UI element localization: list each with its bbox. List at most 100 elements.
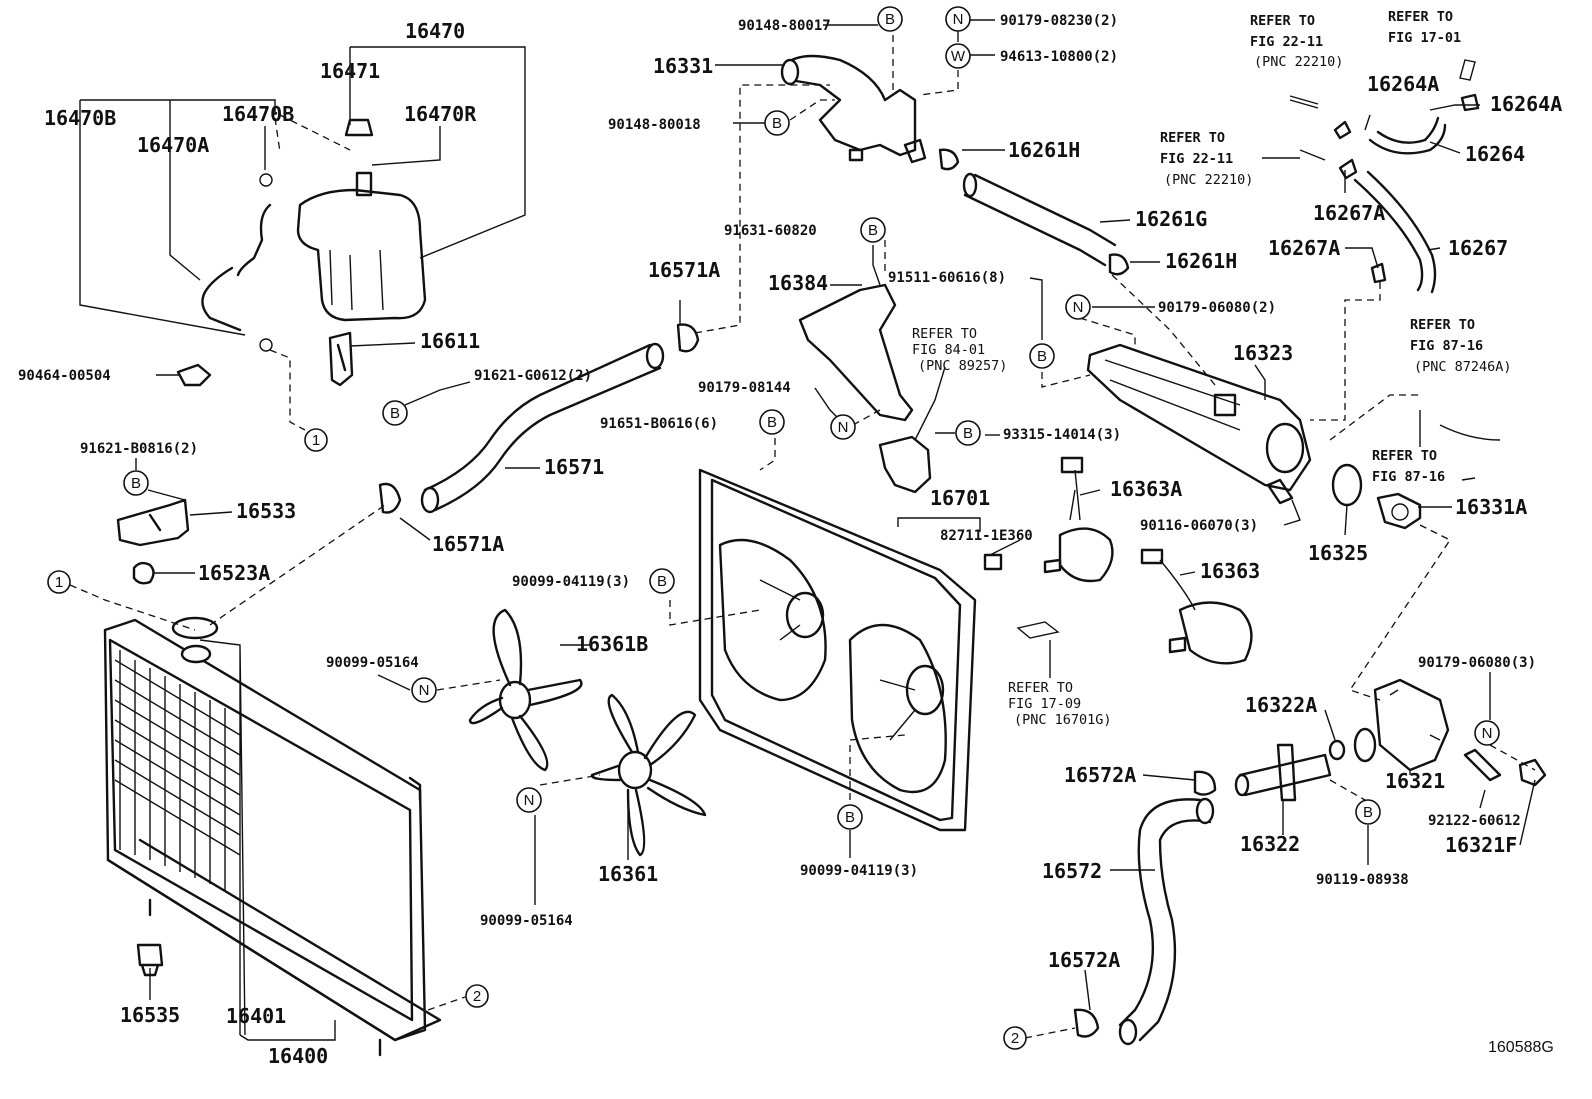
label-16322: 16322: [1240, 832, 1300, 856]
label-90179-06080-3: 90179-06080(3): [1418, 655, 1536, 671]
label-16264A: 16264A: [1490, 92, 1562, 116]
stud-92122-drawing: [1463, 748, 1502, 782]
label-16267A: 16267A: [1268, 236, 1340, 260]
bracket-16611-drawing: [328, 331, 354, 387]
marker-1: 1: [312, 432, 320, 449]
label-16470A: 16470A: [137, 133, 209, 157]
label-16322A: 16322A: [1245, 693, 1317, 717]
fan-16361B-drawing: [468, 608, 583, 772]
label-16264: 16264: [1465, 142, 1525, 166]
label-94613-10800: 94613-10800(2): [1000, 49, 1118, 65]
label-16400: 16400: [268, 1044, 328, 1068]
marker-b: B: [1363, 804, 1373, 821]
refer-notes: REFER TO FIG 22-11 (PNC 22210) REFER TO …: [912, 9, 1512, 728]
diagram-code: 160588G: [1488, 1039, 1554, 1056]
label-16470R: 16470R: [404, 102, 477, 126]
bypass-hoses-drawing: [1289, 59, 1480, 294]
label-16363: 16363: [1200, 559, 1260, 583]
refer-note-fig-22-11-mid: REFER TO FIG 22-11 (PNC 22210): [1160, 130, 1253, 188]
marker-n: N: [953, 11, 964, 28]
marker-b: B: [657, 573, 667, 590]
marker-b: B: [767, 414, 777, 431]
label-16321: 16321: [1385, 769, 1445, 793]
label-16361: 16361: [598, 862, 658, 886]
refer-note-fig-22-11-top: REFER TO FIG 22-11 (PNC 22210): [1250, 13, 1343, 70]
label-91511-60616: 91511-60616(8): [888, 270, 1006, 286]
label-90464-00504: 90464-00504: [18, 368, 111, 384]
marker-b: B: [963, 425, 973, 442]
stud-90116-drawing: [1266, 478, 1294, 505]
marker-2: 2: [473, 988, 481, 1005]
svg-text:FIG 22-11: FIG 22-11: [1160, 151, 1233, 167]
fan-motor-16363A-drawing: [1043, 456, 1114, 583]
label-16533: 16533: [236, 499, 296, 523]
label-16470B: 16470B: [222, 102, 294, 126]
label-16261G: 16261G: [1135, 207, 1207, 231]
label-16261H: 16261H: [1008, 138, 1080, 162]
marker-n: N: [524, 792, 535, 809]
label-16571: 16571: [544, 455, 604, 479]
svg-text:REFER TO: REFER TO: [1160, 130, 1225, 146]
marker-b: B: [772, 115, 782, 132]
hose-16261G-drawing: [938, 148, 1130, 276]
label-90116-06070: 90116-06070(3): [1140, 518, 1258, 534]
label-90148-80018: 90148-80018: [608, 117, 701, 133]
gasket-16325-drawing: [1331, 463, 1363, 507]
label-16267: 16267: [1448, 236, 1508, 260]
refer-note-fig-87-16-a: REFER TO FIG 87-16 (PNC 87246A): [1410, 317, 1512, 375]
svg-text:REFER TO: REFER TO: [1250, 13, 1315, 29]
refer-note-fig-17-09: REFER TO FIG 17-09 (PNC 16701G): [1008, 680, 1112, 728]
label-93315-14014: 93315-14014(3): [1003, 427, 1121, 443]
water-outlet-drawing: [780, 54, 927, 164]
marker-2: 2: [1011, 1030, 1019, 1047]
svg-text:REFER TO: REFER TO: [1372, 448, 1437, 464]
label-16471: 16471: [320, 59, 380, 83]
label-90119-08938: 90119-08938: [1316, 872, 1409, 888]
refer-17-09-part-drawing: [1016, 621, 1060, 639]
marker-b: B: [845, 809, 855, 826]
svg-text:FIG 87-16: FIG 87-16: [1372, 469, 1445, 485]
label-90179-08230: 90179-08230(2): [1000, 13, 1118, 29]
label-16701: 16701: [930, 486, 990, 510]
thermostat-16331A-drawing: [1376, 492, 1422, 530]
label-16267A: 16267A: [1313, 201, 1385, 225]
water-inlet-housing-drawing: [1086, 343, 1312, 492]
label-16523A: 16523A: [198, 561, 270, 585]
svg-text:REFER TO: REFER TO: [912, 326, 977, 342]
svg-text:REFER TO: REFER TO: [1008, 680, 1073, 696]
label-16572: 16572: [1042, 859, 1102, 883]
svg-text:FIG 17-09: FIG 17-09: [1008, 696, 1081, 712]
fan-motor-16363-drawing: [1140, 548, 1253, 665]
pipe-16322-drawing: [1234, 743, 1332, 802]
label-16325: 16325: [1308, 541, 1368, 565]
marker-n: N: [838, 419, 849, 436]
callout-markers: 1 1 2 2 B N W B B N B N B B B B B N N B …: [47, 6, 1500, 1050]
hose-16571-drawing: [378, 323, 700, 514]
label-91651-b0616: 91651-B0616(6): [600, 416, 718, 432]
label-16321F: 16321F: [1445, 833, 1517, 857]
marker-n: N: [1482, 725, 1493, 742]
refer-note-fig-84-01: REFER TO FIG 84-01 (PNC 89257): [912, 326, 1007, 374]
drain-cock-16321F-drawing: [1518, 758, 1547, 787]
label-16361B: 16361B: [576, 632, 648, 656]
label-16323: 16323: [1233, 341, 1293, 365]
label-16384: 16384: [768, 271, 828, 295]
svg-text:(PNC 22210): (PNC 22210): [1164, 172, 1253, 188]
svg-text:FIG 22-11: FIG 22-11: [1250, 34, 1323, 50]
marker-w: W: [951, 48, 966, 65]
svg-text:REFER TO: REFER TO: [1410, 317, 1475, 333]
connector-82711-drawing: [983, 553, 1003, 571]
label-90099-05164: 90099-05164: [480, 913, 573, 929]
svg-text:(PNC 87246A): (PNC 87246A): [1414, 359, 1512, 375]
svg-text:(PNC 16701G): (PNC 16701G): [1014, 712, 1112, 728]
label-90179-08144: 90179-08144: [698, 380, 791, 396]
label-16331A: 16331A: [1455, 495, 1527, 519]
svg-text:FIG 17-01: FIG 17-01: [1388, 30, 1461, 46]
clip-90464-drawing: [176, 363, 212, 387]
label-82711-1e360: 82711-1E360: [940, 528, 1033, 544]
label-90179-06080-2: 90179-06080(2): [1158, 300, 1276, 316]
svg-text:FIG 87-16: FIG 87-16: [1410, 338, 1483, 354]
hose-16572-drawing: [1073, 770, 1217, 1046]
marker-b: B: [885, 11, 895, 28]
marker-b: B: [1037, 348, 1047, 365]
